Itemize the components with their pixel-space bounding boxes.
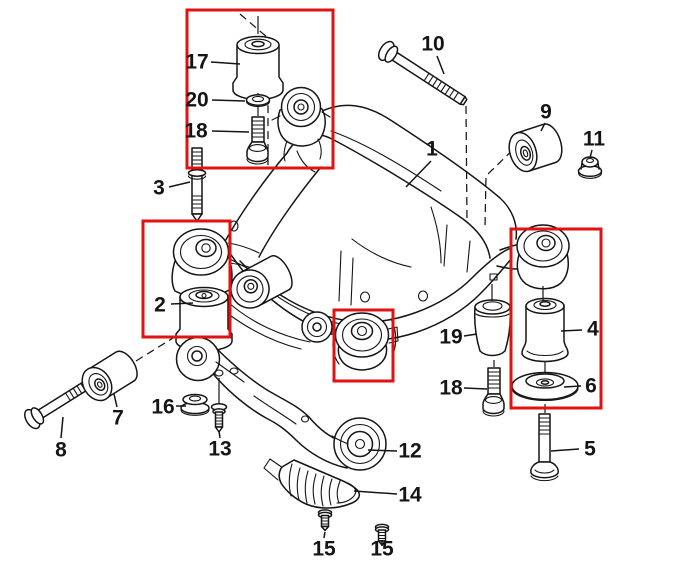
leader-line-5 xyxy=(550,448,580,452)
dashed-guide-2 xyxy=(465,105,468,223)
part-label-14-19: 14 xyxy=(398,484,422,507)
bushing-part-17 xyxy=(232,35,284,101)
dashed-guide-1 xyxy=(239,13,269,167)
part-label-9-6: 9 xyxy=(540,101,552,124)
part-label-4-11: 4 xyxy=(587,318,599,341)
subframe-part-1 xyxy=(171,86,570,371)
highlight-box-1 xyxy=(185,8,335,170)
part-label-1-5: 1 xyxy=(426,138,438,161)
right-corner-mount xyxy=(516,224,570,290)
part-label-18-10: 18 xyxy=(439,377,463,400)
part-label-11-7: 11 xyxy=(583,128,606,151)
leader-line-8 xyxy=(60,416,64,439)
leader-line-20 xyxy=(211,99,246,102)
left-corner-mount xyxy=(171,228,260,298)
leader-line-18 xyxy=(463,387,488,390)
leader-line-7 xyxy=(113,393,118,408)
leader-line-15 xyxy=(323,531,326,539)
part-label-20-1: 20 xyxy=(185,89,208,112)
stud-part-3 xyxy=(187,147,207,222)
leader-line-14 xyxy=(353,490,398,495)
part-label-12-18: 12 xyxy=(398,440,421,463)
leader-line-9 xyxy=(540,122,546,132)
plug-part-16 xyxy=(180,393,210,416)
heat-shield-part-14 xyxy=(263,458,361,509)
part-label-15-20: 15 xyxy=(312,538,336,561)
leader-lines xyxy=(60,55,593,546)
highlight-box-4 xyxy=(509,227,603,410)
part-label-8-14: 8 xyxy=(55,439,67,462)
highlight-box-2 xyxy=(141,219,232,339)
leader-line-11 xyxy=(589,149,593,159)
part-label-3-3: 3 xyxy=(153,177,165,200)
part-label-19-9: 19 xyxy=(439,326,462,349)
highlight-boxes xyxy=(141,8,603,410)
washer-part-20 xyxy=(245,94,271,108)
axis-connectors xyxy=(218,16,546,413)
leader-line-17 xyxy=(210,61,241,65)
leader-line-4 xyxy=(560,329,583,332)
diff-bushing-right xyxy=(301,311,333,343)
bushing-part-7 xyxy=(81,350,138,402)
bolt-part-18-left xyxy=(246,116,269,165)
part-label-13-17: 13 xyxy=(208,438,231,461)
part-label-16-16: 16 xyxy=(151,396,174,419)
diff-bushing-left xyxy=(230,255,293,309)
bushing-part-9 xyxy=(508,123,563,173)
part-label-18-2: 18 xyxy=(184,120,208,143)
leader-line-10 xyxy=(436,55,445,75)
leader-line-6 xyxy=(563,385,582,388)
part-label-2-8: 2 xyxy=(154,294,166,317)
leader-line-1 xyxy=(405,160,432,188)
front-left-mount xyxy=(271,86,331,162)
part-label-17-0: 17 xyxy=(185,51,208,74)
part-label-7-15: 7 xyxy=(112,407,124,430)
part-label-5-13: 5 xyxy=(584,438,596,461)
leader-line-19 xyxy=(463,333,478,337)
part-label-6-12: 6 xyxy=(585,375,597,398)
crossmember-part-12 xyxy=(175,336,387,471)
highlight-box-3 xyxy=(332,308,395,383)
leader-line-12 xyxy=(367,449,398,452)
bushing-part-4 xyxy=(521,297,569,363)
screw-part-15-left xyxy=(317,509,333,532)
bolt-part-18-right xyxy=(482,367,505,417)
bushing-part-19 xyxy=(474,299,511,357)
leader-line-2 xyxy=(170,302,194,305)
bolt-part-10 xyxy=(377,40,468,106)
part-label-10-4: 10 xyxy=(421,33,444,56)
bolt-part-5 xyxy=(530,413,559,482)
nut-part-11 xyxy=(577,156,603,179)
center-mount xyxy=(329,312,399,371)
leader-line-13 xyxy=(218,430,221,439)
screw-part-13 xyxy=(210,403,228,433)
leader-line-3 xyxy=(168,181,191,188)
leader-line-18 xyxy=(211,130,250,133)
part-label-15-21: 15 xyxy=(370,538,394,561)
